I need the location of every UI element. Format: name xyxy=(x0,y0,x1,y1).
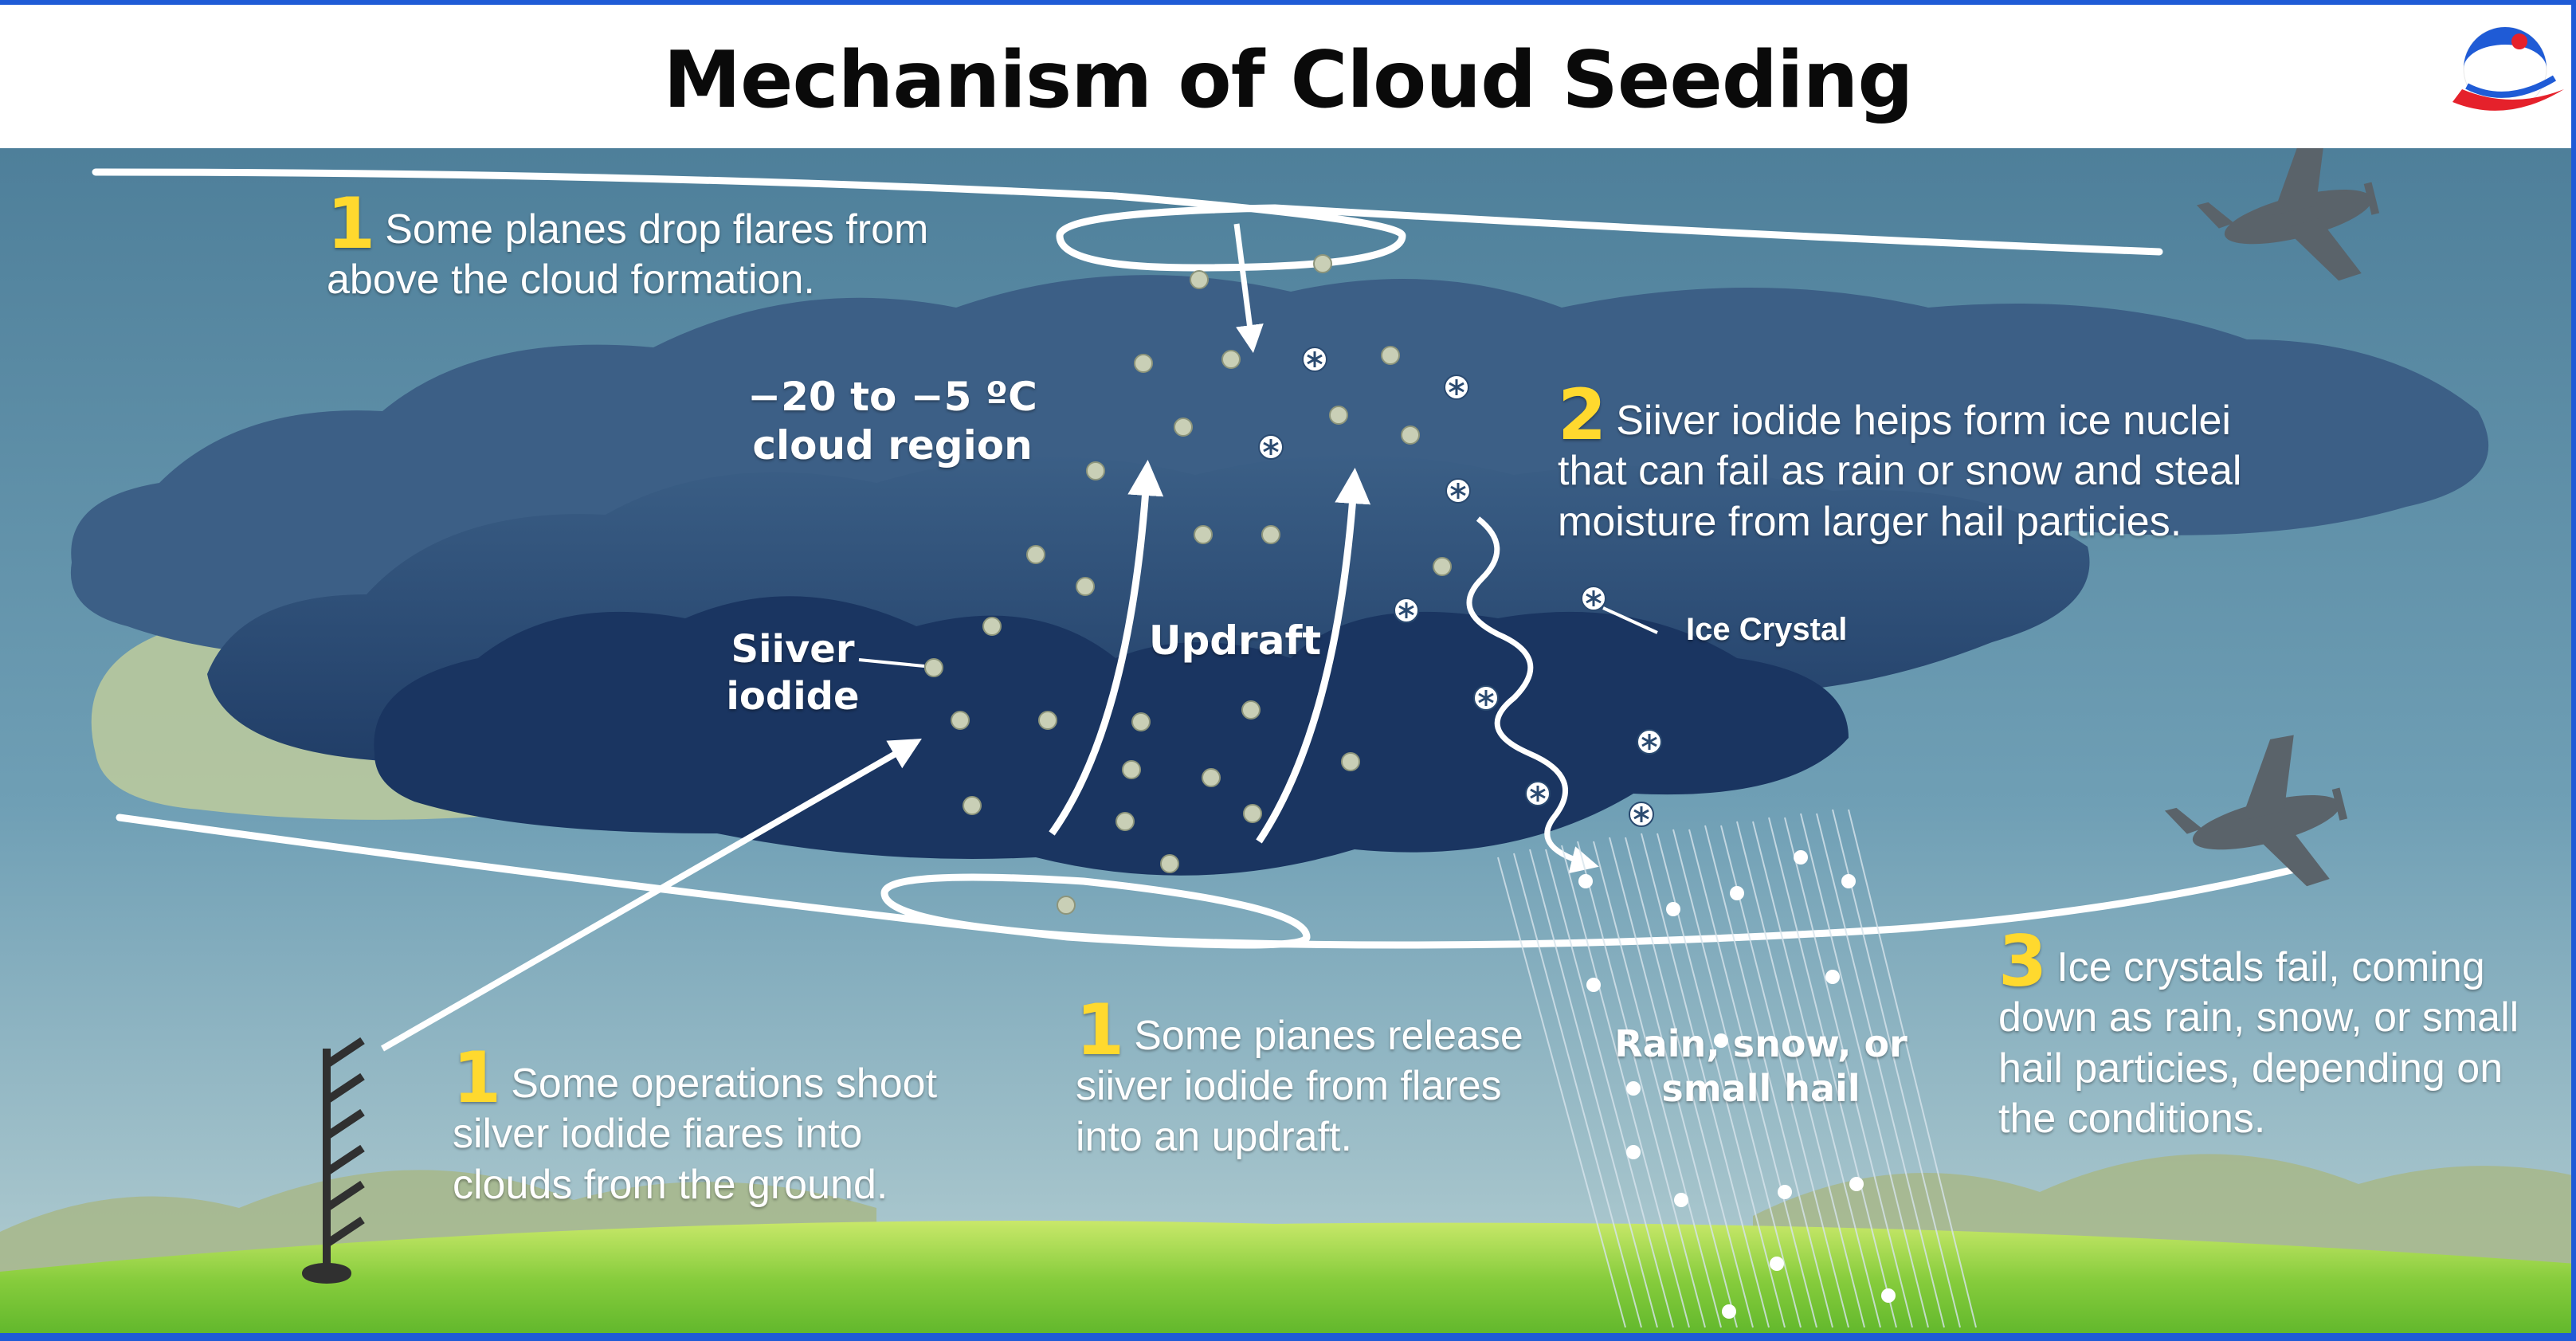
ice-crystal-leader xyxy=(1602,606,1658,634)
updraft-label: Updraft xyxy=(1148,618,1322,664)
ground-flare-arrow xyxy=(381,739,922,1052)
grass xyxy=(0,1221,2576,1341)
precipitation-label: Rain, snow, or small hail xyxy=(1586,1021,1936,1111)
airplane-icon xyxy=(2164,735,2348,887)
header: Mechanism of Cloud Seeding xyxy=(0,0,2576,148)
updraft-arrow xyxy=(1049,460,1164,836)
airplane-icon xyxy=(2196,148,2380,281)
silver-iodide-leader xyxy=(858,658,925,668)
step-text: Ice crystals fail, coming down as rain, … xyxy=(1998,944,2519,1143)
flare-launcher-icon xyxy=(302,1037,365,1284)
step-number: 3 xyxy=(1998,920,2048,1002)
step-text: Some planes drop flares from above the c… xyxy=(327,206,929,304)
falling-crystal-arrow xyxy=(1466,516,1599,874)
logo-icon xyxy=(2452,26,2564,111)
silver-iodide-line1: Siiver xyxy=(731,627,855,672)
page-title: Mechanism of Cloud Seeding xyxy=(663,35,1913,126)
step-text: Some operations shoot silver iodide fiar… xyxy=(453,1061,938,1208)
ice-crystal-label: Ice Crystal xyxy=(1686,612,1848,647)
precipitation-drops xyxy=(1578,850,1896,1319)
temp-region-label: −20 to −5 ºC cloud region xyxy=(717,373,1068,470)
precipitation-streaks xyxy=(1497,809,1977,1328)
step-number: 1 xyxy=(1076,989,1125,1071)
silver-iodide-line2: iodide xyxy=(726,673,860,719)
temp-region-caption: cloud region xyxy=(752,422,1033,469)
temp-range: −20 to −5 ºC xyxy=(747,374,1037,420)
step-text: Siiver iodide heips form ice nuclei that… xyxy=(1558,398,2242,545)
precipitation-line2: small hail xyxy=(1661,1067,1860,1111)
silver-iodide-particles xyxy=(924,254,1452,915)
scene xyxy=(0,148,2576,1341)
step-number: 1 xyxy=(327,182,376,265)
storm-cloud xyxy=(70,275,2489,876)
precipitation-line1: Rain, snow, or xyxy=(1614,1022,1907,1065)
step-number: 1 xyxy=(453,1037,502,1119)
updraft-arrow xyxy=(1256,468,1371,844)
step-number: 2 xyxy=(1558,374,1607,456)
silver-iodide-label: Siiver iodide xyxy=(701,626,884,720)
flare-drop-arrow xyxy=(1233,223,1264,353)
step-text: Some pianes release siiver iodide from f… xyxy=(1076,1013,1523,1160)
